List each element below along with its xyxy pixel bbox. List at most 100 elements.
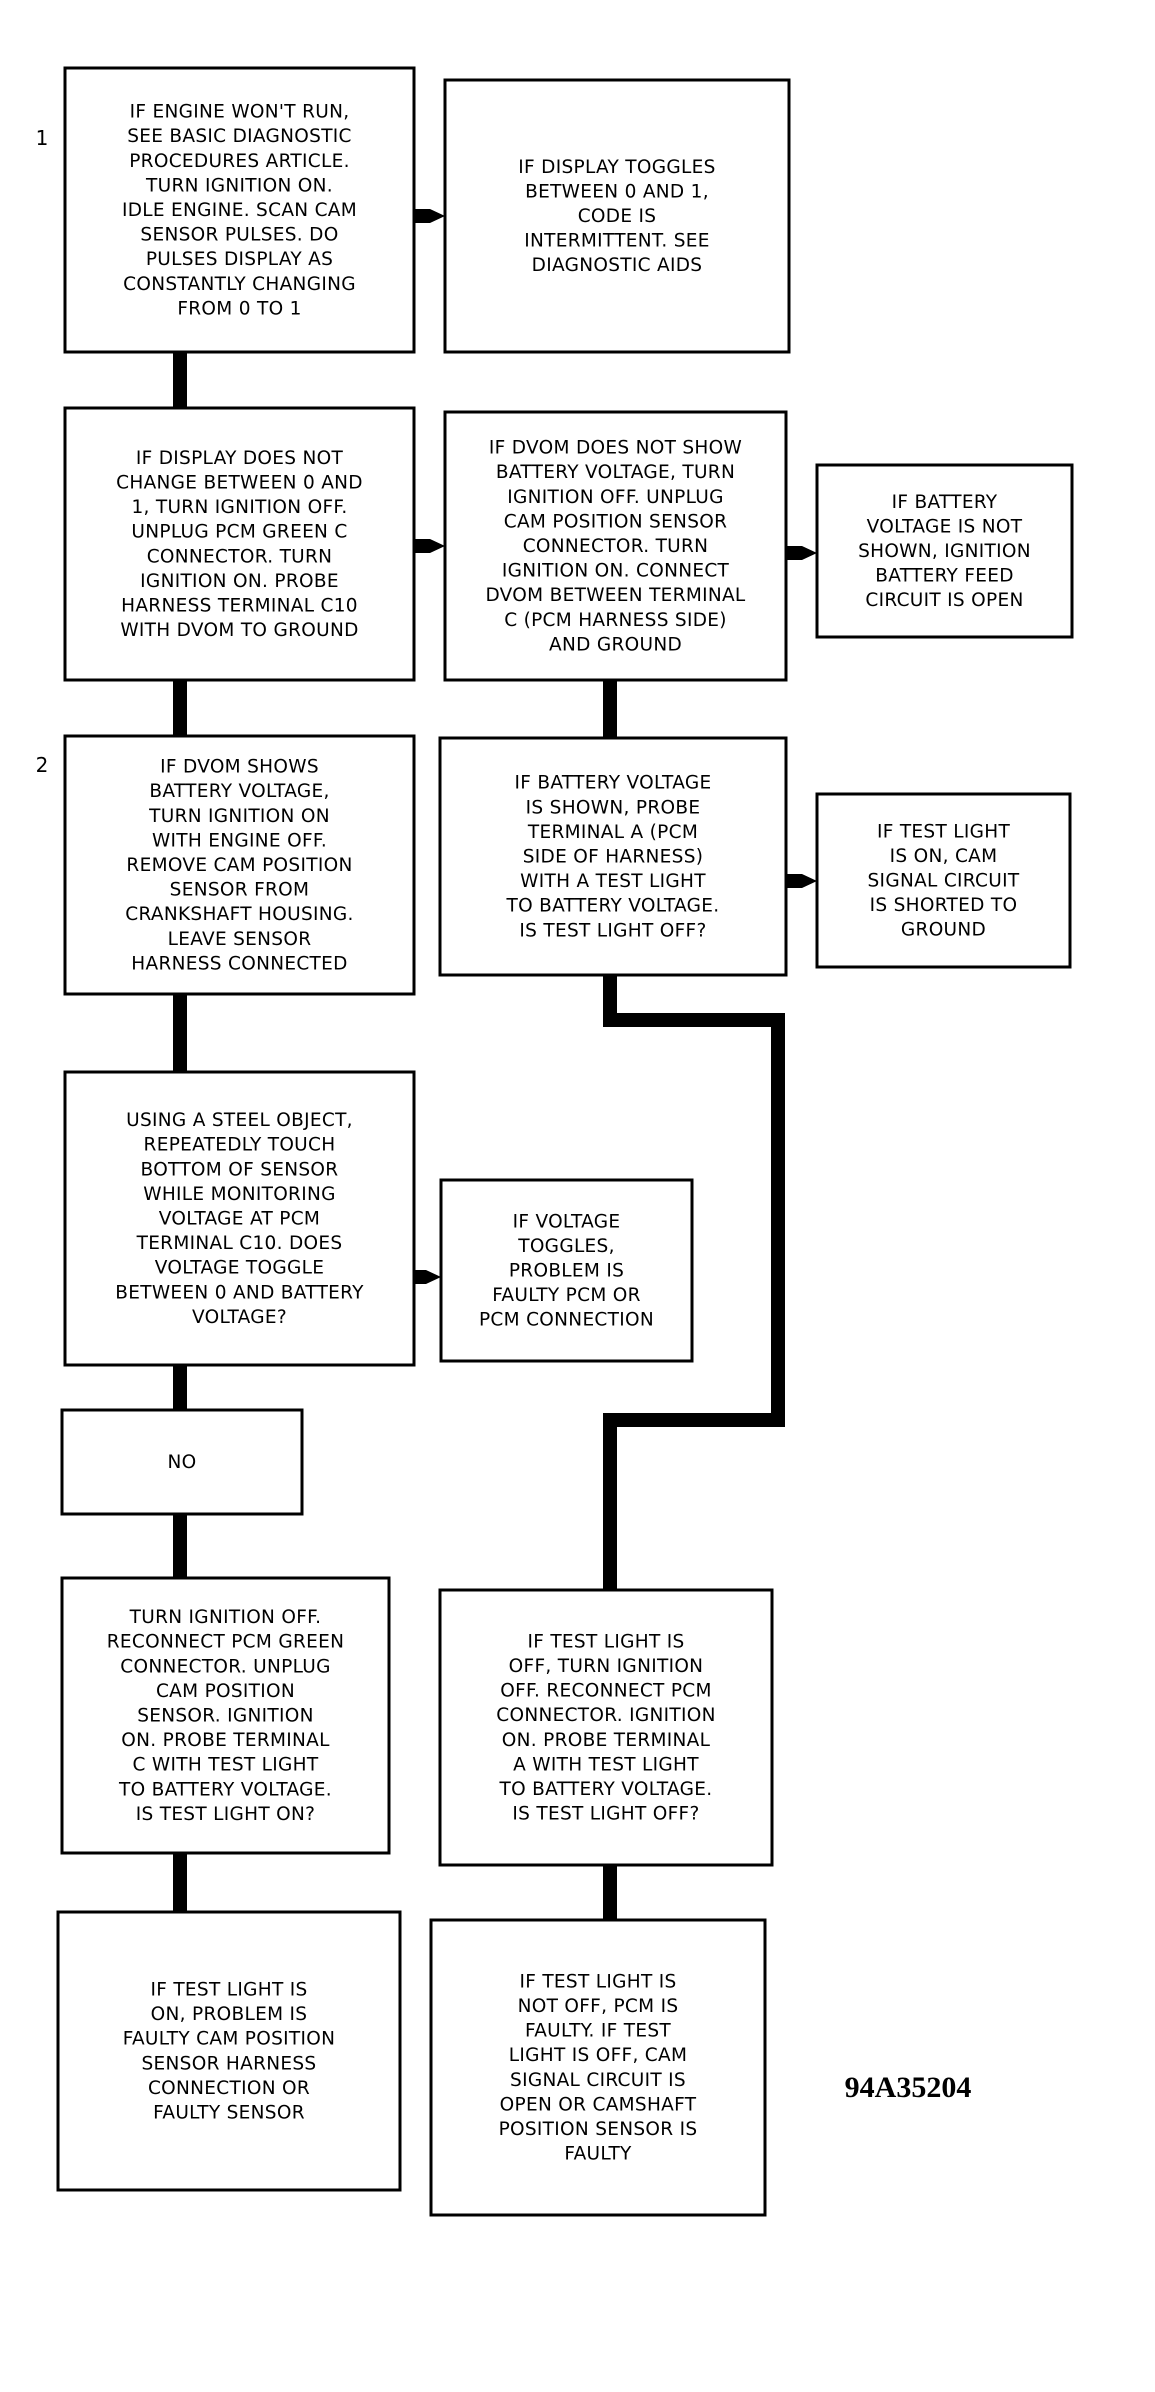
box-text-line: VOLTAGE IS NOT [867,516,1023,537]
box-text-line: SIGNAL CIRCUIT [868,871,1020,892]
box-text-line: IS TEST LIGHT OFF? [519,920,706,941]
box-b1: IF ENGINE WON'T RUN,SEE BASIC DIAGNOSTIC… [63,66,416,354]
box-text-line: IS TEST LIGHT ON? [136,1804,316,1825]
box-text-line: CONNECTOR. UNPLUG [120,1656,330,1677]
box-text-line: C WITH TEST LIGHT [133,1755,319,1776]
box-frame [429,1918,767,2217]
box-text-line: IF DISPLAY TOGGLES [518,157,715,178]
box-text-line: CIRCUIT IS OPEN [865,590,1023,611]
box-text-line: PROBLEM IS [509,1261,624,1282]
box-b4: IF DVOM DOES NOT SHOW BATTERY VOLTAGE, TU… [443,410,788,682]
box-text-line: CODE IS [578,206,657,227]
box-text-line: ON. PROBE TERMINAL [502,1730,711,1751]
box-text-line: TERMINAL C10. DOES [136,1233,343,1254]
box-text-line: TOGGLES, [517,1236,615,1257]
connectors [173,352,785,1920]
box-text-line: TURN IGNITION ON. [145,175,333,196]
box-frame [56,1910,402,2192]
figure-id: 94A35204 [845,2071,972,2104]
box-frame [63,66,416,354]
box-text-line: POSITION SENSOR IS [499,2119,698,2140]
box-text-line: BATTERY FEED [875,566,1014,587]
arrow-b1-b2 [414,209,445,223]
arrow-b3-b4 [414,539,445,553]
box-text-line: IF DVOM SHOWS [160,757,319,778]
box-text-line: CONSTANTLY CHANGING [123,274,356,295]
box-text-line: IF VOLTAGE [513,1211,621,1232]
box-text-line: AND GROUND [549,634,682,655]
box-text-line: IF TEST LIGHT IS [150,1980,307,2001]
box-text-line: CONNECTION OR [148,2078,310,2099]
arrows [412,209,817,1284]
box-text-line: WHILE MONITORING [143,1184,336,1205]
box-text-line: DVOM BETWEEN TERMINAL [485,585,745,606]
step-number-1: 1 [36,126,49,150]
box-text-line: OFF, TURN IGNITION [509,1656,704,1677]
box-text-line: IS SHORTED TO [870,895,1018,916]
box-text-line: CRANKSHAFT HOUSING. [125,904,353,925]
box-text-line: HARNESS TERMINAL C10 [121,596,358,617]
box-text-line: REPEATEDLY TOUCH [144,1135,336,1156]
box-text-line: RECONNECT PCM GREEN [107,1632,345,1653]
box-text-line: WITH A TEST LIGHT [520,871,706,892]
box-text-line: IS SHOWN, PROBE [526,797,701,818]
box-text-line: FAULTY CAM POSITION [123,2029,336,2050]
box-frame [63,1070,416,1367]
box-frame [60,1408,304,1516]
box-text-line: SENSOR FROM [170,880,310,901]
box-text-line: WITH ENGINE OFF. [152,830,327,851]
box-text-line: IF DVOM DOES NOT SHOW [489,438,742,459]
box-text-line: CONNECTOR. TURN [147,546,333,567]
box-text-line: NO [167,1452,196,1473]
box-text-line: VOLTAGE TOGGLE [155,1258,324,1279]
arrow-b4-b5 [786,546,817,560]
box-text-line: PULSES DISPLAY AS [146,249,333,270]
box-frame [443,410,788,682]
box-text-line: IF TEST LIGHT [877,821,1011,842]
connector-b7-b13 [603,975,785,1590]
box-text-line: SENSOR HARNESS [142,2053,317,2074]
box-text-line: TO BATTERY VOLTAGE. [499,1779,713,1800]
box-text-line: IF BATTERY [892,492,998,513]
box-text-line: SENSOR. IGNITION [137,1706,314,1727]
box-text-line: TERMINAL A (PCM [527,822,698,843]
box-text-line: C (PCM HARNESS SIDE) [504,610,727,631]
box-text-line: BATTERY VOLTAGE, [149,781,329,802]
box-text-line: IDLE ENGINE. SCAN CAM [122,200,357,221]
box-text-line: HARNESS CONNECTED [131,953,347,974]
box-text-line: IF TEST LIGHT IS [527,1631,684,1652]
arrow-b9-b10 [412,1270,441,1284]
box-text-line: BOTTOM OF SENSOR [141,1159,339,1180]
box-text-line: LEAVE SENSOR [168,929,312,950]
box-text-line: TO BATTERY VOLTAGE. [118,1779,332,1800]
box-frame [63,734,416,996]
box-text-line: OFF. RECONNECT PCM [500,1681,712,1702]
box-text-line: LIGHT IS OFF, CAM [509,2045,688,2066]
box-text-line: IS TEST LIGHT OFF? [512,1804,699,1825]
box-text-line: INTERMITTENT. SEE [524,231,709,252]
box-frame [815,792,1072,969]
box-text-line: TURN IGNITION OFF. [129,1607,322,1628]
box-text-line: FAULTY [564,2144,632,2165]
box-text-line: CAM POSITION SENSOR [504,511,728,532]
box-text-line: FROM 0 TO 1 [177,298,301,319]
box-text-line: IGNITION OFF. UNPLUG [507,487,724,508]
box-text-line: CONNECTOR. IGNITION [496,1705,716,1726]
box-text-line: CONNECTOR. TURN [523,536,709,557]
box-text-line: 1, TURN IGNITION OFF. [131,497,347,518]
box-b13: IF TEST LIGHT IS OFF, TURN IGNITION OFF. R… [438,1588,774,1867]
arrow-b7-b8 [786,874,817,888]
box-text-line: GROUND [901,920,986,941]
step-number-2: 2 [36,753,49,777]
box-text-line: WITH DVOM TO GROUND [120,620,358,641]
box-text-line: BATTERY VOLTAGE, TURN [496,462,735,483]
